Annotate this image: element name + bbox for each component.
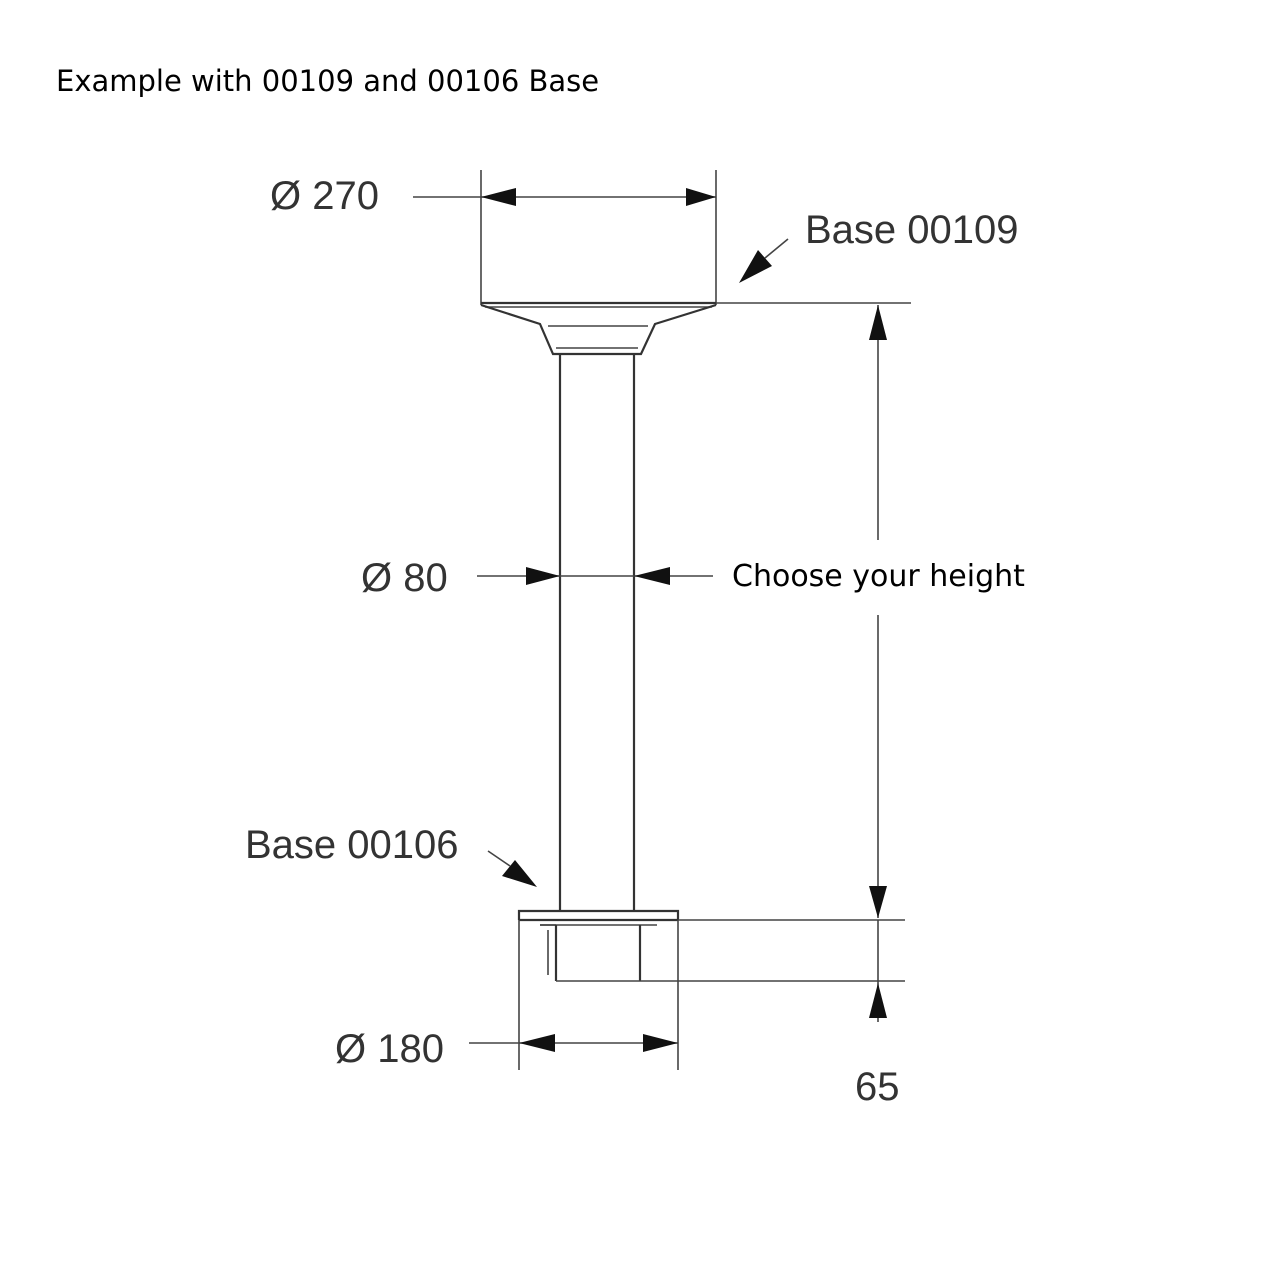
bottom-diameter-dimension: Ø 180 xyxy=(335,1027,678,1071)
top-base-00109 xyxy=(480,170,717,356)
column xyxy=(558,354,636,912)
top-diameter-label: Ø 270 xyxy=(270,174,379,218)
top-base-leader: Base 00109 xyxy=(739,208,1019,283)
drawing-caption: Example with 00109 and 00106 Base xyxy=(56,64,599,98)
bottom-diameter-label: Ø 180 xyxy=(335,1027,444,1071)
bottom-base-00106 xyxy=(517,909,905,1070)
height-note: Choose your height xyxy=(732,559,1025,594)
top-base-label: Base 00109 xyxy=(805,208,1019,252)
bottom-height-dimension: 65 xyxy=(855,920,900,1109)
bottom-base-label: Base 00106 xyxy=(245,823,459,867)
bottom-height-label: 65 xyxy=(855,1065,900,1109)
height-dimension: Choose your height xyxy=(716,302,1025,918)
top-diameter-dimension: Ø 270 xyxy=(270,174,716,218)
column-diameter-dimension: Ø 80 xyxy=(361,556,713,600)
bottom-base-leader: Base 00106 xyxy=(245,823,537,887)
column-diameter-label: Ø 80 xyxy=(361,556,448,600)
